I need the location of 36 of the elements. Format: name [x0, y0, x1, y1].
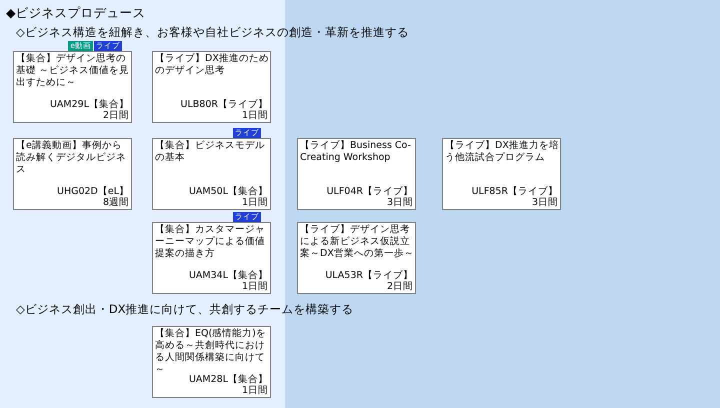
course-title: 【ライブ】DX推進のためのデザイン思考 [155, 53, 269, 77]
section-heading: ◇ビジネス創出・DX推進に向けて、共創するチームを構築する [16, 302, 354, 317]
course-code: UAM29L【集合】 [50, 99, 129, 110]
course-duration: 2日間 [102, 110, 129, 122]
course-title: 【集合】EQ(感情能力)を高める～共創時代における人間関係構築に向けて～ [155, 328, 267, 375]
course-title: 【ライブ】デザイン思考による新ビジネス仮説立案～DX営業への第一歩～ [300, 224, 414, 260]
course-title: 【集合】カスタマージャーニーマップによる価値提案の描き方 [155, 224, 266, 260]
course-code: UAM28L【集合】 [188, 374, 268, 386]
course-code: UAM50L【集合】 [188, 186, 268, 198]
course-card [297, 222, 416, 294]
course-title: 【集合】デザイン思考の基礎 ～ビジネス価値を見出すために～ [16, 53, 130, 89]
page-title: ◆ビジネスプロデュース [6, 5, 146, 22]
course-code: ULB80R【ライブ】 [180, 99, 268, 110]
course-card [152, 326, 271, 398]
course-code: UHG02D【eL】 [57, 186, 129, 197]
course-code: ULF85R【ライブ】 [472, 186, 558, 198]
course-code: ULA53R【ライブ】 [325, 270, 413, 282]
course-card [13, 138, 132, 210]
course-card [442, 138, 561, 210]
course-code: ULF04R【ライブ】 [326, 186, 413, 198]
course-title: 【ライブ】Business Co-Creating Workshop [300, 140, 412, 164]
course-duration: 2日間 [386, 281, 413, 293]
course-duration: 8週間 [102, 197, 129, 209]
course-title: 【集合】ビジネスモデルの基本 [155, 140, 266, 164]
course-duration: 3日間 [386, 197, 413, 209]
course-card [152, 51, 271, 123]
course-duration: 3日間 [532, 197, 558, 209]
course-duration: 1日間 [242, 281, 268, 293]
course-title: 【ライブ】DX推進力を培う他流試合プログラム [445, 140, 559, 164]
section-heading: ◇ビジネス構造を紐解き、お客様や自社ビジネスの創造・革新を推進する [16, 25, 409, 40]
course-duration: 1日間 [242, 110, 268, 122]
course-duration: 1日間 [242, 197, 268, 209]
course-code: UAM34L【集合】 [188, 270, 268, 282]
course-title: 【e講義動画】事例から読み解くデジタルビジネス [16, 140, 127, 176]
course-duration: 1日間 [242, 385, 268, 397]
course-card [297, 138, 416, 210]
